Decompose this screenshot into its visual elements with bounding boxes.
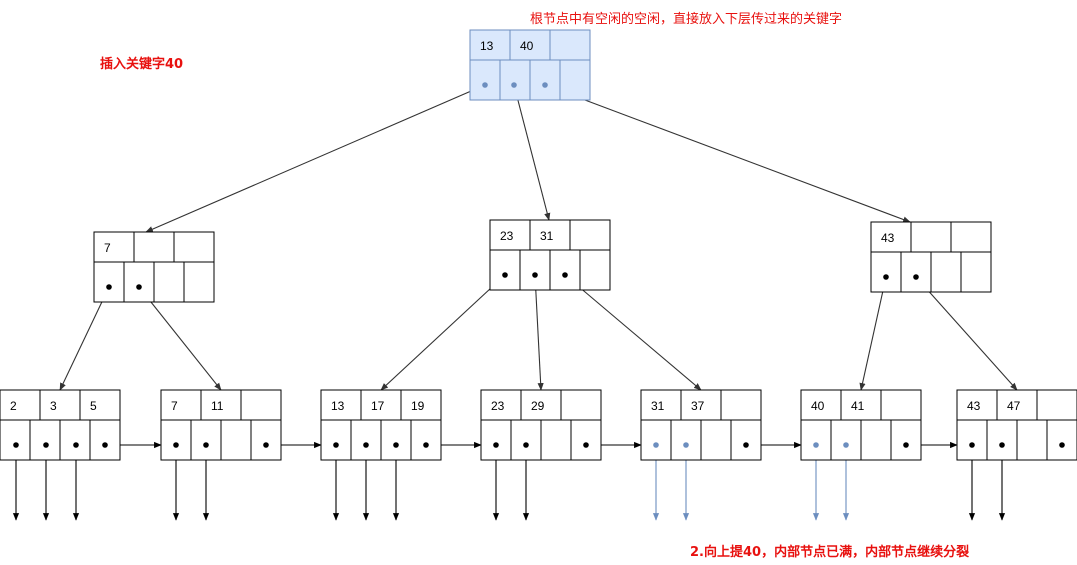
leaf-node-1-key-row <box>160 389 282 421</box>
leaf-node-4-key-0: 31 <box>651 399 665 413</box>
internal-node-1-key-row <box>489 219 611 251</box>
leaf-2-next-pointer <box>423 442 429 448</box>
leaf-node-3-key-0: 23 <box>491 399 505 413</box>
leaf-node-2-key-2: 19 <box>411 399 425 413</box>
leaf-4-record-pointer-1 <box>683 442 689 448</box>
internal-2-pointer-1 <box>913 274 919 280</box>
leaf-node-5-key-1: 41 <box>851 399 865 413</box>
leaf-4-record-pointer-0 <box>653 442 659 448</box>
leaf-3-record-pointer-1 <box>523 442 529 448</box>
leaf-1-record-pointer-1 <box>203 442 209 448</box>
leaf-1-record-pointer-0 <box>173 442 179 448</box>
root-pointer-1 <box>511 82 517 88</box>
internal-node-0-key-0: 7 <box>104 241 111 255</box>
internal-1-to-leaf-4-arrow <box>564 274 702 391</box>
root-node-key-1: 40 <box>520 39 534 53</box>
internal-node-2-key-0: 43 <box>881 231 895 245</box>
internal-node-0: 7 <box>93 231 215 303</box>
internal-0-pointer-1 <box>136 284 142 290</box>
internal-node-2: 43 <box>870 221 992 293</box>
root-to-internal-1-arrow <box>513 84 551 221</box>
leaf-node-5-key-row <box>800 389 922 421</box>
internal-node-1-key-0: 23 <box>500 229 514 243</box>
leaf-node-6-key-0: 43 <box>967 399 981 413</box>
leaf-node-1: 7 11 <box>160 389 282 461</box>
root-node-key-row <box>469 29 591 61</box>
root-node-key-0: 13 <box>480 39 494 53</box>
root-free-slot-note: 根节点中有空闲的空闲，直接放入下层传过来的关键字 <box>530 12 843 27</box>
leaf-0-record-pointer-0 <box>13 442 19 448</box>
leaf-6-next-pointer <box>1059 442 1065 448</box>
internal-0-pointer-0 <box>106 284 112 290</box>
internal-node-1: 23 31 <box>489 219 611 291</box>
leaf-5-record-pointer-0 <box>813 442 819 448</box>
leaf-6-record-pointer-1 <box>999 442 1005 448</box>
leaf-node-4-key-row <box>640 389 762 421</box>
leaf-node-5: 40 41 <box>800 389 922 461</box>
leaf-6-record-pointer-0 <box>969 442 975 448</box>
leaf-5-next-pointer <box>903 442 909 448</box>
internal-node-0-key-row <box>93 231 215 263</box>
internal-1-pointer-1 <box>532 272 538 278</box>
leaf-node-0-key-row <box>0 389 121 421</box>
internal-1-to-leaf-3-arrow <box>534 274 544 391</box>
leaf-2-record-pointer-1 <box>363 442 369 448</box>
internal-1-pointer-0 <box>502 272 508 278</box>
leaf-0-record-pointer-1 <box>43 442 49 448</box>
root-pointer-0 <box>482 82 488 88</box>
leaf-node-6: 43 47 <box>956 389 1077 461</box>
leaf-node-0-key-2: 5 <box>90 399 97 413</box>
leaf-node-3-key-1: 29 <box>531 399 545 413</box>
leaf-node-1-key-0: 7 <box>171 399 178 413</box>
internal-2-pointer-0 <box>883 274 889 280</box>
leaf-4-next-pointer <box>743 442 749 448</box>
leaf-2-record-pointer-0 <box>333 442 339 448</box>
leaf-node-1-key-1: 11 <box>211 399 224 413</box>
internal-2-to-leaf-6-arrow <box>915 276 1018 391</box>
leaf-node-0: 2 3 5 <box>0 389 121 461</box>
internal-node-1-key-1: 31 <box>540 229 554 243</box>
leaf-node-6-key-row <box>956 389 1077 421</box>
leaf-0-record-pointer-2 <box>73 442 79 448</box>
leaf-3-next-pointer <box>583 442 589 448</box>
leaf-node-0-key-0: 2 <box>10 399 17 413</box>
root-node: 13 40 <box>469 29 591 101</box>
leaf-node-2-key-row <box>320 389 442 421</box>
root-pointer-2 <box>542 82 548 88</box>
internal-0-to-leaf-1-arrow <box>138 286 222 391</box>
leaf-node-3-key-row <box>480 389 602 421</box>
leaf-node-4-key-1: 37 <box>691 399 705 413</box>
leaf-node-3: 23 29 <box>480 389 602 461</box>
leaf-3-record-pointer-0 <box>493 442 499 448</box>
internal-0-to-leaf-0-arrow <box>59 286 110 391</box>
internal-1-to-leaf-2-arrow <box>380 274 506 391</box>
internal-1-pointer-2 <box>562 272 568 278</box>
leaf-node-4: 31 37 <box>640 389 762 461</box>
leaf-node-5-key-0: 40 <box>811 399 825 413</box>
root-to-internal-2-arrow <box>544 84 911 223</box>
leaf-5-record-pointer-1 <box>843 442 849 448</box>
internal-2-to-leaf-5-arrow <box>859 276 887 391</box>
leaf-1-next-pointer <box>263 442 269 448</box>
leaf-node-6-key-1: 47 <box>1007 399 1021 413</box>
insert-key-note: 插入关键字40 <box>100 57 184 72</box>
leaf-0-next-pointer <box>102 442 108 448</box>
leaf-node-2: 13 17 19 <box>320 389 442 461</box>
leaf-node-2-key-1: 17 <box>371 399 385 413</box>
leaf-2-record-pointer-2 <box>393 442 399 448</box>
pointer-dots-layer <box>13 82 1065 448</box>
leaf-node-2-key-0: 13 <box>331 399 345 413</box>
internal-node-2-key-row <box>870 221 992 253</box>
split-propagation-note: 2.向上提40，内部节点已满，内部节点继续分裂 <box>690 545 970 560</box>
leaf-node-0-key-1: 3 <box>50 399 57 413</box>
root-to-internal-0-arrow <box>145 84 486 233</box>
